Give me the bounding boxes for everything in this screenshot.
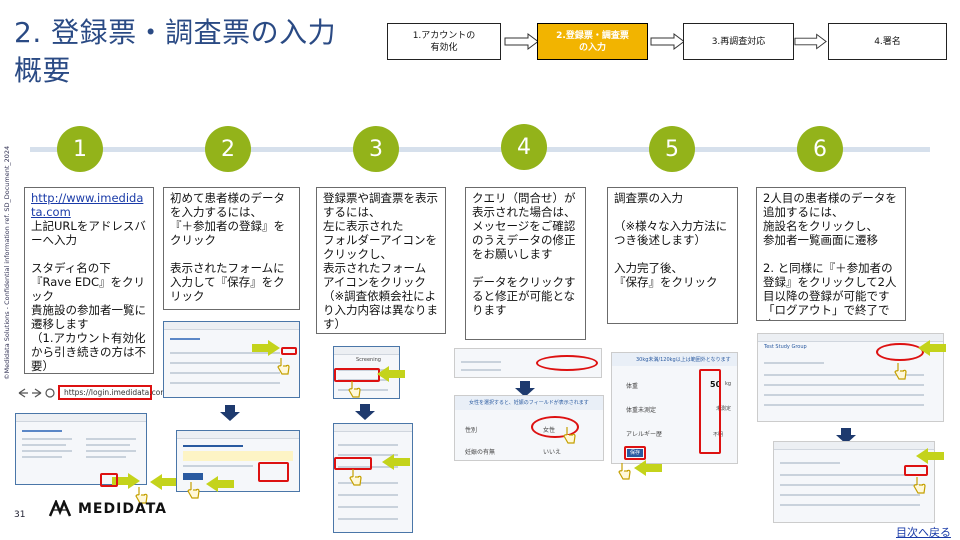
step-3-description: 登録票や調査票を表示するには、 左に表示された フォルダーアイコンをクリックし、…	[316, 187, 446, 334]
input-fields-highlight	[699, 369, 721, 454]
flow-step-3: 3.再調査対応	[683, 23, 794, 60]
flow-step-1: 1.アカウントの 有効化	[387, 23, 501, 60]
pointer-hand-icon	[349, 469, 362, 486]
timeline-bar	[30, 147, 930, 152]
green-arrow-icon	[918, 340, 946, 356]
down-arrow-icon	[220, 405, 240, 421]
weight-value[interactable]: 50	[710, 380, 722, 389]
pointer-hand-icon	[618, 463, 631, 480]
step-4-text: クエリ（問合せ）が表示された場合は、メッセージをご確認のうえデータの修正をお願い…	[472, 191, 576, 317]
data-cell-highlight	[531, 416, 579, 438]
logo-text: MEDIDATA	[78, 501, 167, 517]
flow-arrow-icon	[504, 33, 539, 50]
green-arrow-icon	[112, 473, 140, 489]
imedidata-link[interactable]: http://www.imedidata.com	[31, 191, 144, 219]
save-button[interactable]: 保存	[627, 449, 643, 457]
step-3-text: 登録票や調査票を表示するには、 左に表示された フォルダーアイコンをクリックし、…	[323, 191, 438, 331]
down-arrow-icon	[355, 404, 375, 420]
nav-label: Screening	[356, 357, 381, 363]
step-4-description: クエリ（問合せ）が表示された場合は、メッセージをご確認のうえデータの修正をお願い…	[465, 187, 586, 340]
flow-arrow-icon	[794, 33, 827, 50]
step-3-screenshot-bottom	[333, 423, 413, 533]
pointer-hand-icon	[277, 358, 290, 375]
step-number: 6	[813, 136, 827, 162]
page-number: 31	[14, 510, 26, 520]
step-5-description: 調査票の入力 （※様々な入力方法につき後述します） 入力完了後、 『保存』をクリ…	[607, 187, 738, 324]
query-row-label: 妊娠の有無	[465, 449, 496, 456]
step-2-screenshot-top	[163, 321, 300, 398]
pointer-hand-icon	[348, 381, 361, 398]
add-participant-highlight	[904, 465, 928, 476]
pointer-hand-icon	[894, 363, 907, 380]
green-arrow-icon	[377, 366, 405, 382]
unmeasured-option[interactable]: 未測定	[716, 406, 732, 412]
step-3-circle: 3	[353, 126, 399, 172]
green-arrow-icon	[382, 454, 410, 470]
field-label: 体重	[626, 383, 639, 390]
field-label: 体重未測定	[626, 407, 657, 414]
range-banner: 30kg未満/120kg以上は範囲外となります	[636, 357, 731, 363]
unknown-option[interactable]: 不明	[713, 432, 724, 438]
medidata-logo: MEDIDATA	[48, 500, 167, 518]
step-6-circle: 6	[797, 126, 843, 172]
step-1-text: 上記URLをアドレスバーへ入力 スタディ名の下 『Rave EDC』をクリック …	[31, 219, 146, 373]
step-6-screenshot-bottom	[773, 441, 935, 523]
down-arrow-icon	[515, 381, 535, 397]
step-4-screenshot-bottom: 女性を選択すると、妊娠のフィールドが表示されます 性別 妊娠の有無 女性 いいえ	[454, 395, 604, 461]
weight-unit: kg	[725, 381, 732, 387]
step-5-circle: 5	[649, 126, 695, 172]
flow-step-2: 2.登録票・調査票 の入力	[537, 23, 648, 60]
query-row-label: 性別	[465, 427, 478, 434]
url-bar[interactable]: https://login.imedidata.com/	[58, 385, 170, 400]
down-arrow-icon	[836, 428, 856, 444]
green-arrow-icon	[150, 474, 178, 490]
browser-nav-icon	[18, 388, 55, 398]
step-6-description: 2人目の患者様のデータを追加するには、 施設名をクリックし、 参加者一覧画面に遷…	[756, 187, 906, 321]
step-5-text: 調査票の入力 （※様々な入力方法につき後述します） 入力完了後、 『保存』をクリ…	[614, 191, 728, 289]
flow-step-2-label: 2.登録票・調査票 の入力	[556, 30, 629, 53]
step-2-text: 初めて患者様のデータを入力するには、 『＋参加者の登録』をクリック 表示されたフ…	[170, 191, 285, 303]
page-title: 2. 登録票・調査票の入力 概要	[14, 16, 337, 87]
step-2-circle: 2	[205, 126, 251, 172]
query-value[interactable]: いいえ	[543, 449, 562, 456]
query-message-highlight	[536, 355, 598, 371]
back-to-toc-link[interactable]: 目次へ戻る	[896, 526, 951, 539]
field-label: アレルギー歴	[626, 431, 663, 438]
pointer-hand-icon	[135, 487, 148, 504]
flow-step-4-label: 4.署名	[874, 36, 901, 47]
green-arrow-icon	[206, 476, 234, 492]
step-number: 5	[665, 136, 679, 162]
highlight-box	[100, 473, 118, 487]
step-4-circle: 4	[501, 124, 547, 170]
site-name-highlight	[876, 343, 924, 361]
pointer-hand-icon	[563, 427, 576, 444]
step-6-text: 2人目の患者様のデータを追加するには、 施設名をクリックし、 参加者一覧画面に遷…	[763, 191, 897, 320]
step-2-description: 初めて患者様のデータを入力するには、 『＋参加者の登録』をクリック 表示されたフ…	[163, 187, 300, 310]
green-arrow-icon	[634, 460, 662, 476]
site-name[interactable]: Test Study Group	[764, 344, 807, 350]
flow-step-3-label: 3.再調査対応	[711, 36, 766, 47]
step-number: 2	[221, 136, 235, 162]
side-notice: ©Medidata Solutions - Confidential infor…	[3, 145, 11, 380]
green-arrow-icon	[916, 448, 944, 464]
pointer-hand-icon	[913, 477, 926, 494]
query-banner: 女性を選択すると、妊娠のフィールドが表示されます	[469, 400, 589, 406]
step-1-description: http://www.imedidata.com 上記URLをアドレスバーへ入力…	[24, 187, 154, 374]
url-text: https://login.imedidata.com/	[64, 388, 171, 397]
medidata-logo-icon	[48, 500, 72, 517]
flow-step-4: 4.署名	[828, 23, 947, 60]
step-1-screenshot	[15, 413, 147, 485]
add-participant-highlight	[281, 347, 297, 355]
pointer-hand-icon	[187, 482, 200, 499]
green-arrow-icon	[252, 340, 280, 356]
step-1-circle: 1	[57, 126, 103, 172]
step-number: 4	[517, 134, 531, 160]
save-button-highlight	[624, 446, 646, 460]
flow-step-1-label: 1.アカウントの 有効化	[412, 30, 476, 53]
step-number: 3	[369, 136, 383, 162]
step-number: 1	[73, 136, 87, 162]
flow-arrow-icon	[650, 33, 685, 50]
save-button-highlight	[258, 462, 289, 482]
